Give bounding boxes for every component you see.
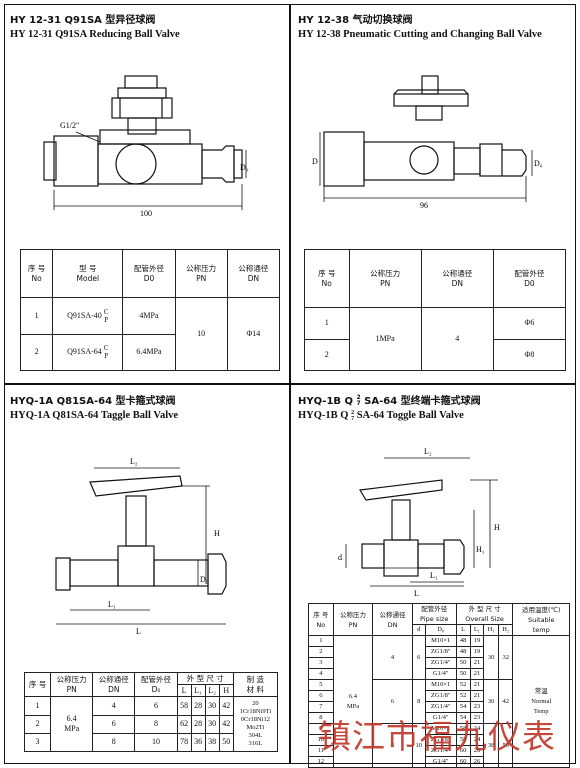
p4-dim-l: L [414,589,419,598]
p1-dim-length: 100 [140,209,152,218]
p4-dim-h: H [494,523,500,532]
p1-dim-d0: D₀ [240,163,249,172]
p3-dim-l: L [136,627,141,636]
p2-valve-drawing: D D₀ 96 [312,75,543,210]
p2-dim-d: D [312,157,318,166]
p3-title: HYQ-1A Q81SA-64 型卡箍式球阀 HYQ-1A Q81SA-64 T… [10,395,178,423]
p3-title-cn: HYQ-1A Q81SA-64 型卡箍式球阀 [10,396,176,407]
table-row: 2 Φ8 [304,338,567,371]
p4-dim-l1: L₁ [430,571,438,580]
p4-valve-drawing: L₂ H H₁ d L₁ L [338,447,500,598]
p3-dim-l1: L₁ [108,600,116,609]
panel-divider-horizontal [4,383,576,385]
p4-dim-l2: L₂ [424,447,432,456]
table-row: 1 1MPa 4 Φ6 [304,307,567,371]
p2-title-cn: HY 12-38 气动切换球阀 [298,15,413,26]
p2-title-en: HY 12-38 Pneumatic Cutting and Changing … [298,29,542,40]
p4-dim-h1: H₁ [476,545,485,554]
p3-title-en: HYQ-1A Q81SA-64 Taggle Ball Valve [10,410,179,421]
p1-title-en: HY 12-31 Q91SA Reducing Ball Valve [10,29,180,40]
p2-title: HY 12-38 气动切换球阀 HY 12-38 Pneumatic Cutti… [298,14,542,42]
p1-dim-thread: G1/2" [60,121,79,130]
p3-valve-drawing: L₂ H D₀ L₁ L [55,457,227,636]
p2-dim-length: 96 [420,201,428,210]
table-row: 3 8 10 78 36 38 50 [23,732,278,753]
p1-valve-drawing: G1/2" D₀ 100 [43,75,249,218]
watermark-text: 镇江市福九仪表 [318,717,556,756]
p3-dim-l2: L₂ [130,457,138,466]
p1-title: HY 12-31 Q91SA 型异径球阀 HY 12-31 Q91SA Redu… [10,14,180,42]
p1-title-cn: HY 12-31 Q91SA 型异径球阀 [10,15,156,26]
p3-dim-h: H [214,529,220,538]
p4-dim-d: d [338,553,342,562]
p3-dim-d0: D₀ [200,575,209,584]
p2-dim-d0: D₀ [534,159,543,168]
